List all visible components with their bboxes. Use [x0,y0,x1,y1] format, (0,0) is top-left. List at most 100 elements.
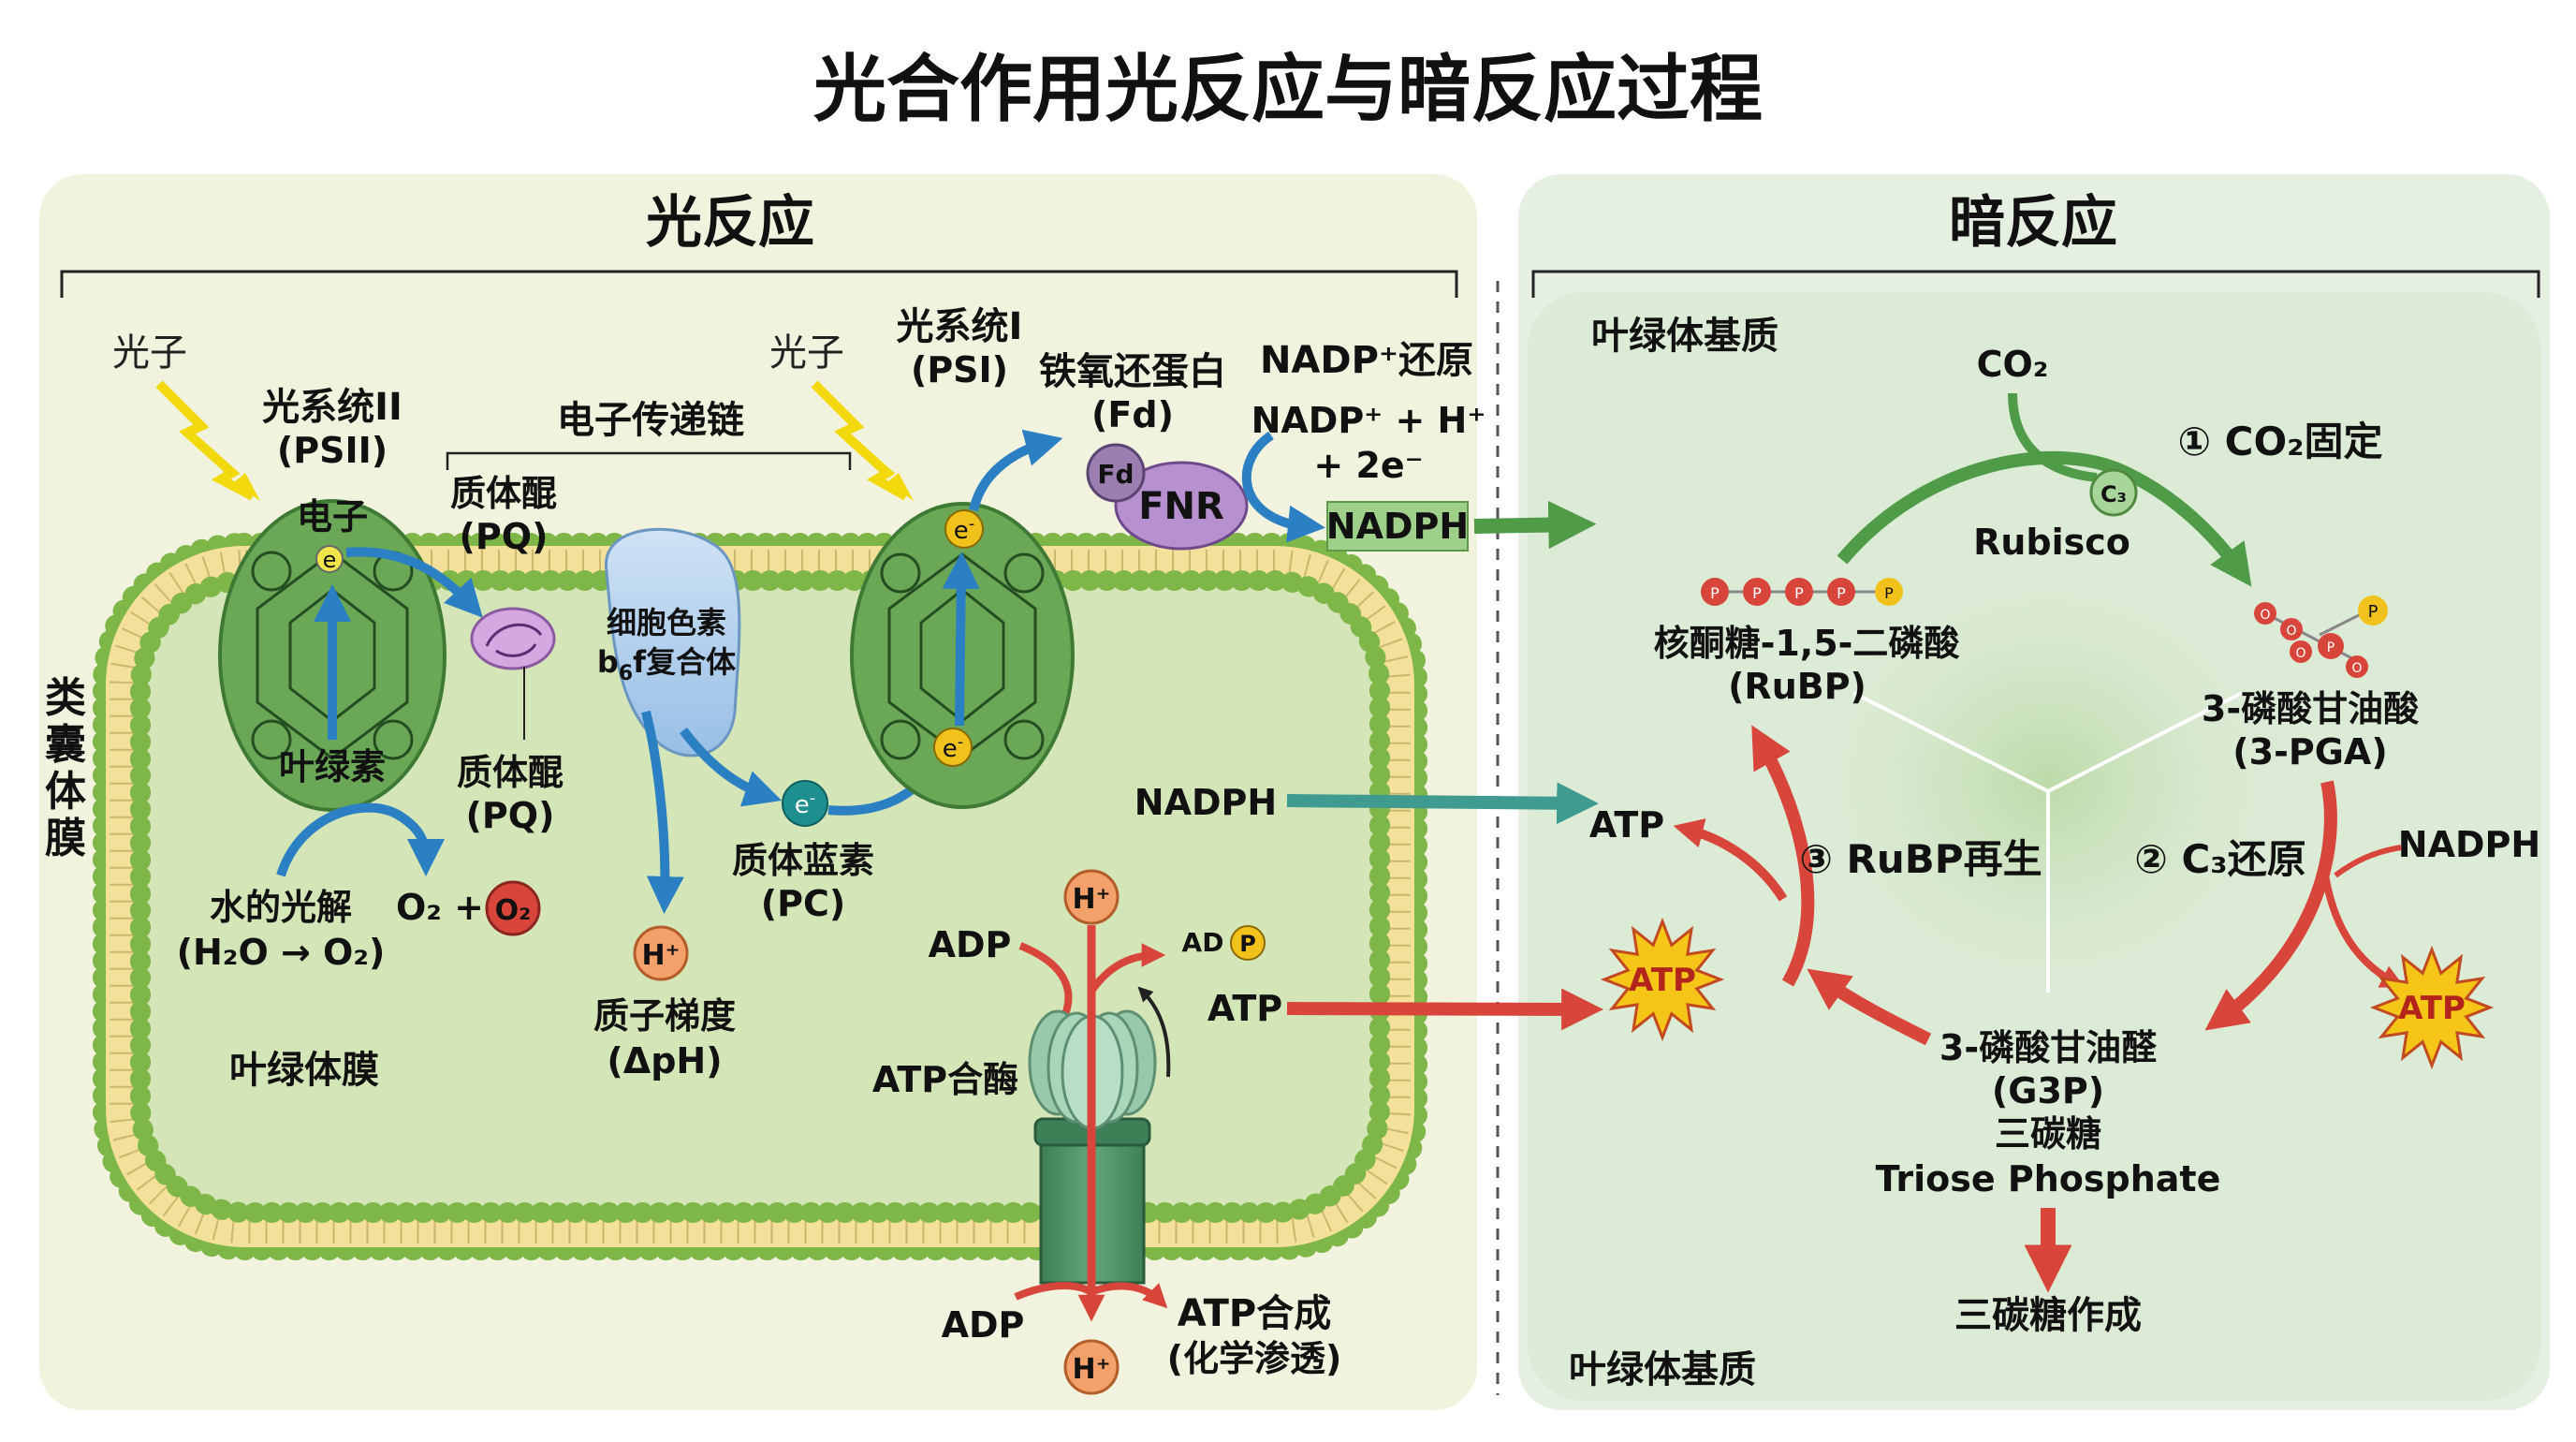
pga-o-2-letter: O [2286,624,2296,639]
pga-molecule: O O O P O P [2254,596,2388,678]
atp-side-label: ATP [1208,988,1282,1029]
g3p-abbr: (G3P) [1992,1070,2104,1111]
step-1-label: ① CO₂固定 [2177,419,2382,464]
thylakoid-bilayer [106,546,1414,1247]
fixation-arcs [1837,450,2252,587]
atp-release-arrow [1087,943,1166,995]
regeneration-up-arrow [1751,725,1815,987]
pq-bottom-name: 质体醌 [457,752,564,793]
pga-o-1-letter: O [2260,608,2270,623]
regeneration-atp-branch [1673,818,1788,902]
plastocyanin [782,780,828,827]
atp-to-calvin-arrow [1286,988,1603,1031]
pga-o-1 [2254,602,2276,625]
psi-up-arrow [942,552,980,727]
psii-to-pq-arrow [345,547,483,618]
reduction-arrow [2204,780,2337,1031]
nadp-reduction-title: NADP⁺还原 [1260,339,1473,382]
photon-label-2: 光子 [769,331,844,375]
photon-bolt-1-head [234,473,260,501]
h-plus-lumen [633,925,689,981]
cycle-divider [1852,691,2243,993]
cytb6f-line-1: 细胞色素 [607,605,726,640]
c3-badge-label: C₃ [2100,481,2127,508]
psii-name: 光系统II [262,386,402,429]
adp-p-text: AD [1182,927,1224,958]
atp-in-label: ATP [1589,804,1664,846]
pga-p [2318,633,2344,659]
g3p-name: 3-磷酸甘油醛 [1939,1027,2157,1068]
h-plus-lumen-label: H⁺ [642,939,681,972]
photon-bolt-2-head [887,473,914,501]
pga-p-yellow-letter: P [2368,602,2378,622]
membrane-label: 类 囊 体 膜 [45,674,100,862]
photon-bolt-2 [811,380,909,501]
pga-o-2 [2280,618,2303,640]
atp-synthase-label: ATP合酶 [872,1059,1018,1100]
fnr-to-nadph-arrow [1241,431,1325,543]
pc-abbr: (PC) [761,883,845,924]
rubp-p-3 [1785,578,1813,606]
light-reaction-header: 光反应 [646,190,814,256]
thylakoid-outer-heads [93,533,1427,1260]
atp-star-left-label: ATP [1629,962,1696,999]
step-2-label: ② C₃还原 [2134,836,2305,882]
pq-bottom-abbr: (PQ) [466,795,555,836]
stroma-bottom-label: 叶绿体基质 [1569,1348,1756,1391]
h-plus-top [1063,869,1120,925]
rubp-p-1 [1701,578,1729,606]
nadph-in-label: NADPH [2398,824,2540,865]
cyt-to-lumen-arrow [641,710,684,914]
o2-molecule [485,880,541,936]
o2-molecule-label: O₂ [495,894,532,927]
cytb6f-line-2: b6f复合体 [597,644,736,685]
membrane-char-3: 体 [45,768,86,816]
electron-label: 电子 [297,496,368,537]
psi-electron-top [944,509,984,549]
rubp-p-2-letter: P [1752,584,1762,602]
adp-to-atp-arrow [1018,942,1073,1023]
water-split-label-1: 水的光解 [210,887,352,928]
step-3-label: ③ RuBP再生 [1799,836,2042,882]
rotation-arrow [1137,986,1171,1078]
atp-star-left [1600,917,1725,1042]
plastoquinone [470,607,556,670]
pga-o-4-letter: O [2351,661,2362,676]
nadph-to-dark-arrow [1473,500,1597,550]
water-split-label-2: (H₂O → O₂) [177,932,386,973]
pc-name: 质体蓝素 [732,840,874,881]
dark-bracket [1531,270,2540,298]
psi-to-fd-arrow [969,429,1063,512]
electron-psii-symbol: e [323,547,337,573]
h-plus-bottom-label: H⁺ [1073,1353,1111,1386]
regeneration-bottom-arrow [1807,968,1932,1046]
psi-electron-top-symbol: e- [954,514,975,545]
chloroplast-membrane-label: 叶绿体膜 [229,1049,379,1092]
psi-electron-bottom-symbol: e- [943,732,964,763]
pq-swirl [485,623,543,657]
pga-name: 3-磷酸甘油酸 [2202,688,2420,729]
product-label: 三碳糖作成 [1954,1294,2142,1337]
pga-o-3-letter: O [2295,646,2305,661]
membrane-char-2: 囊 [45,721,86,769]
rubp-p-4 [1827,578,1855,606]
nadph-side-label: NADPH [1134,782,1277,823]
nadph-in-arrow [2334,845,2402,878]
rubp-p-5 [1875,578,1903,606]
dark-center-glow [1739,501,2357,1063]
fd-abbr: (Fd) [1091,394,1174,435]
pga-p-letter: P [2327,640,2334,655]
pga-abbr: (3-PGA) [2232,731,2387,772]
ferredoxin [1086,443,1146,503]
photon-label-1: 光子 [112,331,187,375]
rubp-p-4-letter: P [1837,584,1846,602]
membrane-char-4: 膜 [45,815,86,862]
photon-bolt-1 [155,380,256,501]
fnr-label: FNR [1138,485,1224,528]
psi-electron-bottom [933,728,973,767]
membrane-char-1: 类 [45,674,86,722]
rubp-p-1-letter: P [1710,584,1720,602]
g3p-english: Triose Phosphate [1876,1158,2221,1199]
